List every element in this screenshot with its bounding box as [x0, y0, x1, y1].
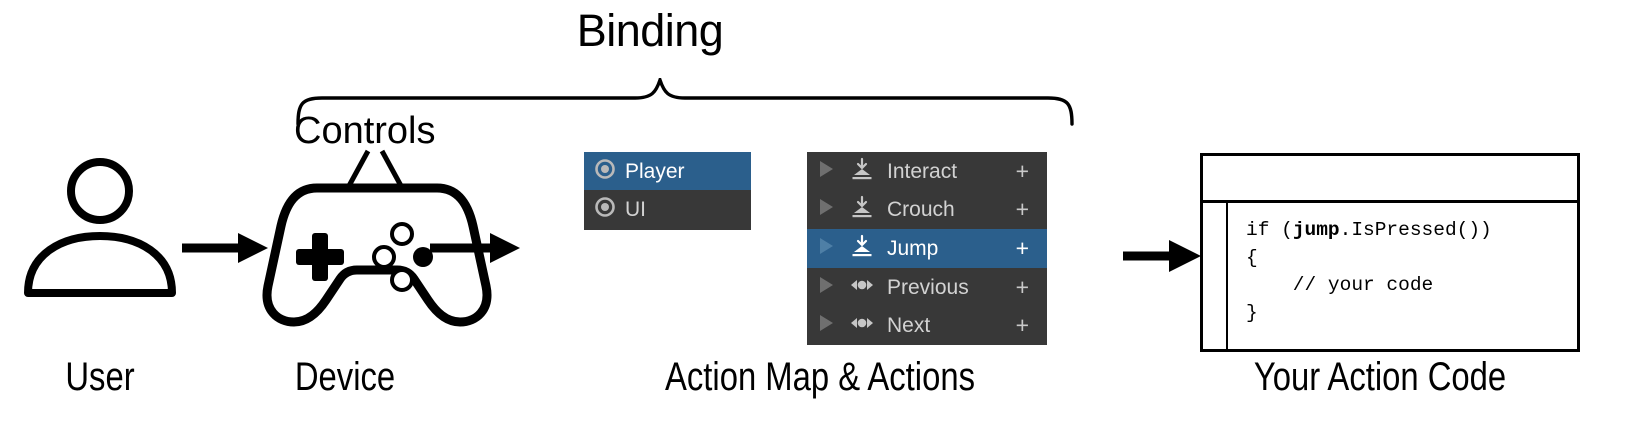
action-row-interact[interactable]: Interact +	[807, 152, 1047, 191]
code-line-2: {	[1246, 246, 1258, 269]
gamepad-controller-icon	[262, 178, 492, 333]
expand-caret-icon[interactable]	[818, 276, 834, 299]
code-line-1-bold: jump	[1292, 219, 1340, 241]
controls-label: Controls	[294, 110, 436, 152]
code-editor-titlebar	[1203, 156, 1577, 203]
right-arrow-icon	[430, 228, 525, 273]
add-binding-button[interactable]: +	[1015, 312, 1029, 339]
binding-label: Binding	[576, 5, 724, 56]
action-map-item-player[interactable]: Player	[584, 152, 751, 190]
action-row-label: Jump	[887, 236, 939, 260]
expand-caret-icon[interactable]	[818, 237, 834, 260]
user-person-icon	[22, 158, 182, 303]
add-binding-button[interactable]: +	[1015, 273, 1029, 300]
code-line-3: // your code	[1246, 274, 1434, 296]
action-row-next[interactable]: Next +	[807, 306, 1047, 345]
add-binding-button[interactable]: +	[1015, 196, 1029, 223]
code-line-4: }	[1246, 301, 1258, 324]
caption-your-action-code: Your Action Code	[1253, 355, 1507, 399]
action-row-previous[interactable]: Previous +	[807, 268, 1047, 307]
right-arrow-icon	[1075, 236, 1205, 281]
action-row-crouch[interactable]: Crouch +	[807, 191, 1047, 230]
code-line-1-post: .IsPressed())	[1339, 219, 1492, 241]
action-map-item-label: Player	[625, 159, 685, 183]
action-row-label: Next	[887, 314, 931, 338]
code-line-1-pre: if (	[1246, 219, 1293, 241]
action-row-label: Crouch	[887, 198, 955, 222]
caption-user: User	[65, 355, 135, 399]
action-row-label: Interact	[887, 159, 958, 183]
radio-ring-icon	[594, 196, 616, 223]
action-row-jump[interactable]: Jump +	[807, 229, 1047, 268]
axis-control-icon	[850, 311, 874, 340]
button-press-icon	[850, 234, 874, 263]
expand-caret-icon[interactable]	[818, 198, 834, 221]
code-editor-text[interactable]: if (jump.IsPressed()) { // your code }	[1228, 203, 1577, 349]
code-editor-gutter	[1203, 203, 1228, 349]
add-binding-button[interactable]: +	[1015, 157, 1029, 184]
code-editor-window: if (jump.IsPressed()) { // your code }	[1200, 153, 1580, 352]
code-editor-body: if (jump.IsPressed()) { // your code }	[1203, 203, 1577, 349]
expand-caret-icon[interactable]	[818, 314, 834, 337]
action-map-panel: Player UI	[584, 152, 751, 230]
button-press-icon	[850, 157, 874, 186]
action-map-item-ui[interactable]: UI	[584, 190, 751, 228]
button-press-icon	[850, 195, 874, 224]
right-arrow-icon	[178, 228, 273, 273]
curly-brace-icon	[290, 74, 1090, 131]
caption-action-map-and-actions: Action Map & Actions	[665, 355, 975, 399]
action-row-label: Previous	[887, 275, 969, 299]
actions-panel: Interact + Crouch +	[807, 152, 1047, 345]
action-map-item-label: UI	[625, 197, 646, 221]
radio-ring-icon	[594, 158, 616, 185]
add-binding-button[interactable]: +	[1015, 234, 1029, 261]
axis-control-icon	[850, 273, 874, 302]
expand-caret-icon[interactable]	[818, 160, 834, 183]
caption-device: Device	[294, 355, 396, 399]
